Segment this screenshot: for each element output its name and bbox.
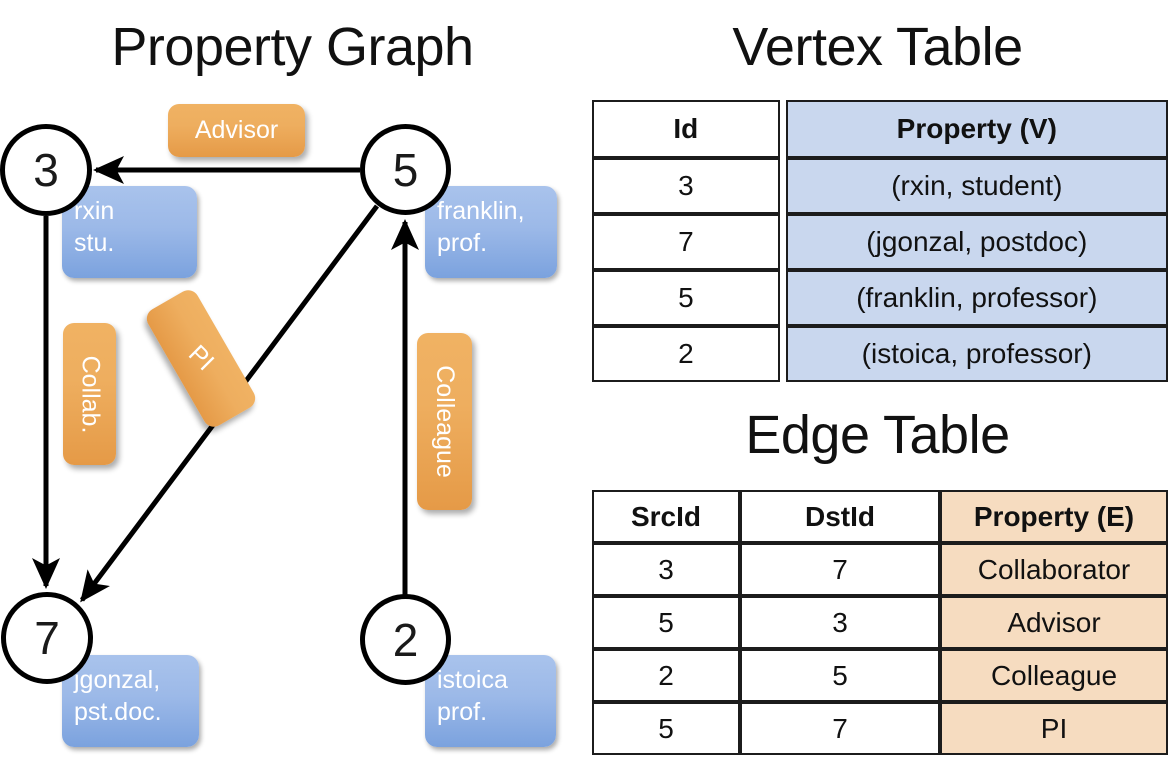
vertex-property-box-2-line1: istoica bbox=[437, 666, 508, 694]
page-title-edge-table: Edge Table bbox=[745, 405, 1010, 465]
vertex-table-cell-id: 2 bbox=[592, 326, 780, 382]
vertex-property-box-3: rxin stu. bbox=[62, 186, 197, 278]
edge-table-cell-property: PI bbox=[940, 702, 1168, 755]
edge-label-collab: Collab. bbox=[63, 323, 116, 465]
vertex-table: Id Property (V) 3 (rxin, student) 7 (jgo… bbox=[592, 100, 1168, 382]
vertex-property-box-7: jgonzal, pst.doc. bbox=[62, 655, 199, 747]
graph-node-5[interactable]: 5 bbox=[360, 124, 451, 215]
edge-table-cell-dstid: 5 bbox=[740, 649, 940, 702]
table-row: 5 (franklin, professor) bbox=[592, 270, 1168, 326]
vertex-property-box-7-line2: pst.doc. bbox=[74, 698, 162, 726]
graph-node-3-label: 3 bbox=[33, 144, 59, 196]
graph-node-3[interactable]: 3 bbox=[0, 124, 92, 216]
vertex-table-cell-id: 5 bbox=[592, 270, 780, 326]
table-row: 2 5 Colleague bbox=[592, 649, 1168, 702]
vertex-table-cell-id: 3 bbox=[592, 158, 780, 214]
vertex-property-box-5: franklin, prof. bbox=[425, 186, 557, 278]
vertex-table-cell-property: (jgonzal, postdoc) bbox=[785, 214, 1168, 270]
table-row: 3 7 Collaborator bbox=[592, 543, 1168, 596]
vertex-table-cell-property: (rxin, student) bbox=[785, 158, 1168, 214]
graph-node-5-label: 5 bbox=[392, 143, 419, 196]
vertex-table-header-id: Id bbox=[592, 100, 780, 158]
vertex-property-box-5-line1: franklin, bbox=[437, 197, 525, 225]
vertex-property-box-2: istoica prof. bbox=[425, 655, 556, 747]
edge-table-cell-dstid: 7 bbox=[740, 543, 940, 596]
graph-node-2[interactable]: 2 bbox=[360, 594, 451, 685]
edge-label-advisor: Advisor bbox=[168, 104, 305, 157]
graph-node-7[interactable]: 7 bbox=[1, 592, 93, 684]
vertex-table-header-row: Id Property (V) bbox=[592, 100, 1168, 158]
table-row: 5 3 Advisor bbox=[592, 596, 1168, 649]
edge-label-collab-text: Collab. bbox=[76, 355, 105, 433]
edge-label-pi-text: PI bbox=[183, 339, 220, 377]
edge-table-header-property: Property (E) bbox=[940, 490, 1168, 543]
table-row: 5 7 PI bbox=[592, 702, 1168, 755]
vertex-property-box-5-line2: prof. bbox=[437, 229, 488, 257]
table-row: 2 (istoica, professor) bbox=[592, 326, 1168, 382]
graph-node-2-label: 2 bbox=[392, 613, 419, 666]
edge-table-header-srcid: SrcId bbox=[592, 490, 740, 543]
table-row: 3 (rxin, student) bbox=[592, 158, 1168, 214]
vertex-table-cell-property: (istoica, professor) bbox=[785, 326, 1168, 382]
vertex-property-box-3-line2: stu. bbox=[74, 229, 115, 257]
edge-table-cell-property: Advisor bbox=[940, 596, 1168, 649]
graph-node-7-label: 7 bbox=[34, 612, 60, 664]
vertex-property-box-2-line2: prof. bbox=[437, 698, 488, 726]
edge-table-cell-srcid: 5 bbox=[592, 596, 740, 649]
edge-label-colleague-text: Colleague bbox=[431, 365, 459, 478]
edge-table-cell-srcid: 2 bbox=[592, 649, 740, 702]
edge-label-advisor-text: Advisor bbox=[194, 116, 279, 144]
table-row: 7 (jgonzal, postdoc) bbox=[592, 214, 1168, 270]
edge-label-colleague: Colleague bbox=[417, 333, 472, 510]
edge-table-cell-srcid: 5 bbox=[592, 702, 740, 755]
vertex-table-cell-id: 7 bbox=[592, 214, 780, 270]
vertex-table-header-property: Property (V) bbox=[785, 100, 1168, 158]
edge-table-cell-srcid: 3 bbox=[592, 543, 740, 596]
vertex-property-box-7-line1: jgonzal, bbox=[74, 666, 161, 694]
edge-table-cell-property: Collaborator bbox=[940, 543, 1168, 596]
edge-table-cell-property: Colleague bbox=[940, 649, 1168, 702]
page-title-property-graph: Property Graph bbox=[111, 17, 474, 77]
edge-table-cell-dstid: 3 bbox=[740, 596, 940, 649]
vertex-property-box-3-line1: rxin bbox=[74, 197, 115, 225]
page-title-vertex-table: Vertex Table bbox=[732, 17, 1023, 77]
vertex-table-cell-property: (franklin, professor) bbox=[785, 270, 1168, 326]
edge-table-header-row: SrcId DstId Property (E) bbox=[592, 490, 1168, 543]
edge-table: SrcId DstId Property (E) 3 7 Collaborato… bbox=[592, 490, 1168, 755]
edge-table-cell-dstid: 7 bbox=[740, 702, 940, 755]
edge-table-header-dstid: DstId bbox=[740, 490, 940, 543]
